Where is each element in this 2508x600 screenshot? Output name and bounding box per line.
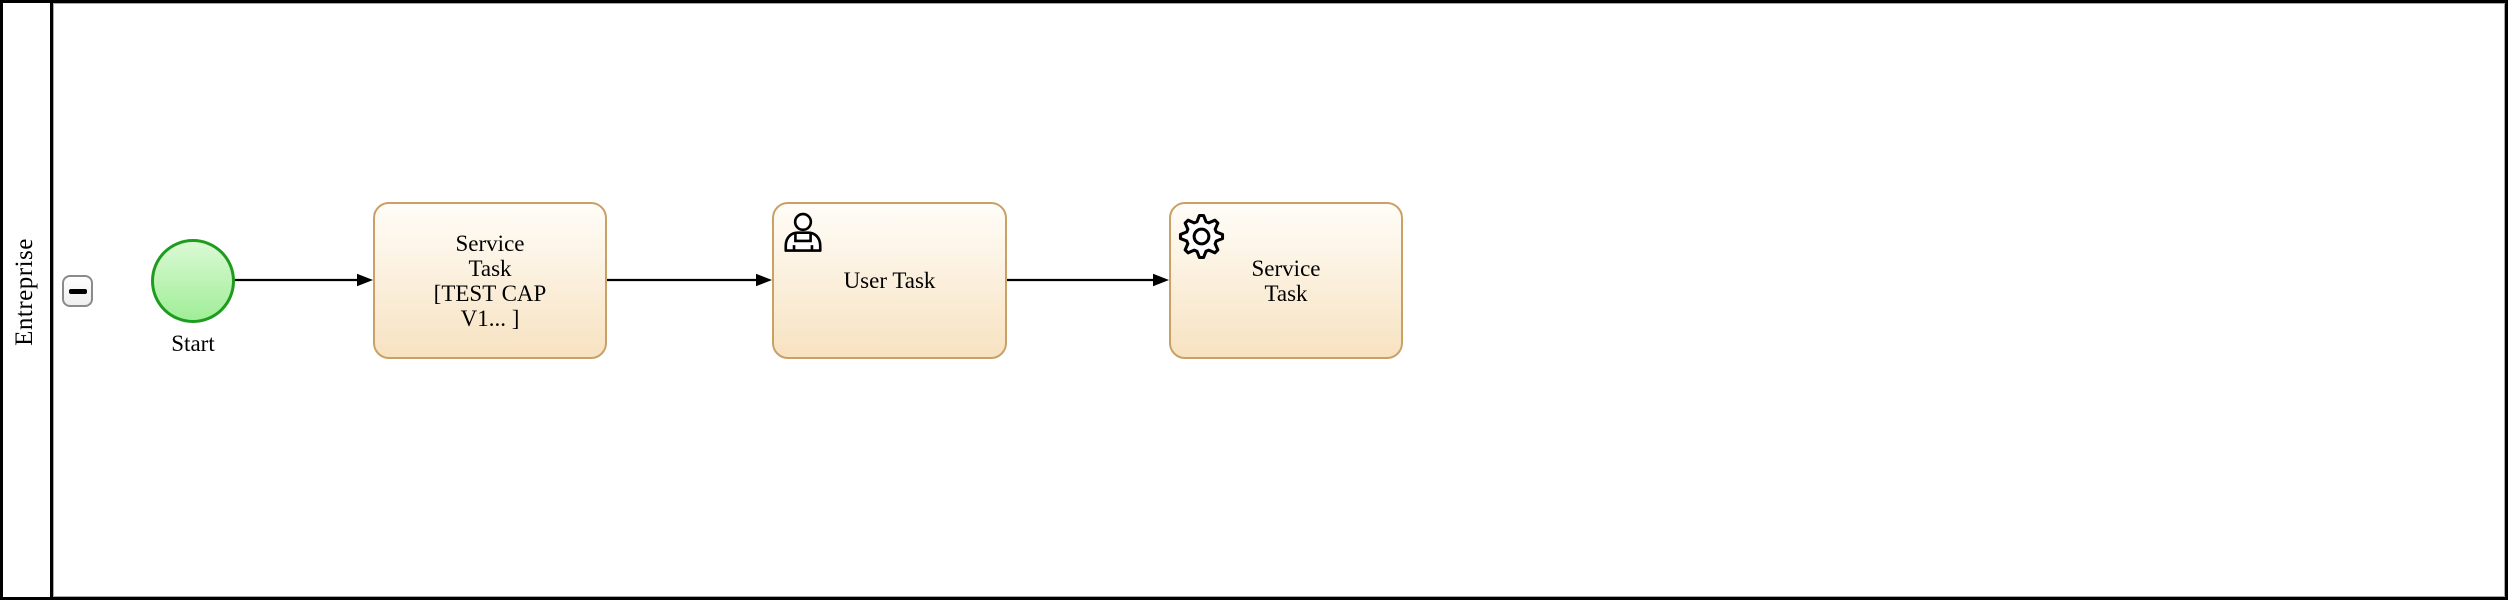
pool-lane-header[interactable]: Entreprise <box>0 0 50 600</box>
sequence-flow-3[interactable] <box>1007 273 1169 287</box>
collapse-pool-button[interactable] <box>62 275 93 307</box>
start-event[interactable] <box>151 239 235 323</box>
task-label: Service Task [TEST CAP V1... ] <box>434 231 547 331</box>
user-icon <box>780 212 826 252</box>
arrowhead-icon <box>1153 273 1169 287</box>
task-label-line: [TEST CAP <box>433 280 547 306</box>
arrowhead-icon <box>357 273 373 287</box>
task-user[interactable]: User Task <box>772 202 1007 359</box>
task-label: User Task <box>844 268 936 293</box>
sequence-flow-1[interactable] <box>234 273 373 287</box>
task-label-line: Task <box>468 255 512 281</box>
task-service-2[interactable]: Service Task <box>1169 202 1403 359</box>
task-label-line: Task <box>1264 280 1308 306</box>
start-event-label: Start <box>171 331 215 356</box>
arrowhead-icon <box>756 273 772 287</box>
task-label-line: User Task <box>843 268 936 293</box>
task-label-line: Service <box>455 230 525 256</box>
sequence-flow-2[interactable] <box>607 273 772 287</box>
lane-separator <box>50 0 53 600</box>
gear-icon <box>1177 212 1226 261</box>
task-service-1[interactable]: Service Task [TEST CAP V1... ] <box>373 202 607 359</box>
minus-icon <box>68 288 87 294</box>
task-label-line: V1... ] <box>460 305 520 331</box>
task-label: Service Task <box>1252 256 1321 306</box>
lane-body <box>53 3 2505 597</box>
task-label-line: Service <box>1251 255 1321 281</box>
